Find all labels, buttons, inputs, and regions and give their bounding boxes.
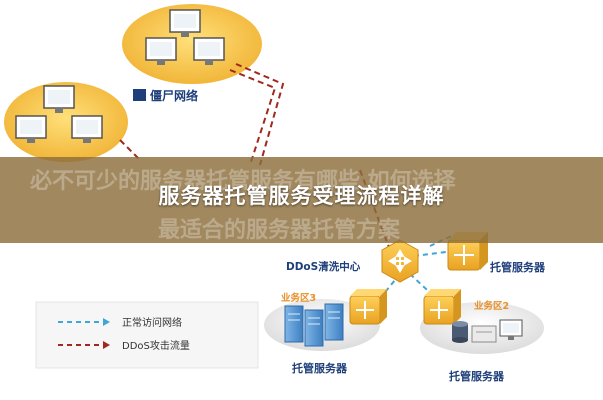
hosting-server-right-label: 托管服务器	[490, 260, 546, 274]
monitor-icon	[169, 9, 201, 37]
server-box-icon	[471, 325, 497, 343]
zone-3-label: 业务区3	[281, 292, 316, 304]
hosting-node-left	[349, 289, 387, 325]
ghost-text-line-1: 必不可少的服务器托管服务有哪些 如何选择	[30, 169, 456, 194]
botnet-cloud-left	[4, 82, 128, 162]
botnet-label-group: 僵尸网络	[133, 88, 198, 103]
server-rack-icon	[284, 303, 344, 347]
legend: 正常访问网络 DDoS攻击流量	[35, 301, 259, 369]
botnet-cloud-top	[122, 4, 262, 84]
ddos-cleaning-node	[381, 239, 419, 283]
legend-normal-line	[58, 318, 110, 326]
zone-2-label: 业务区2	[474, 300, 509, 312]
botnet-label: 僵尸网络	[150, 88, 198, 103]
monitor-icon	[15, 115, 47, 143]
hosting-node-bottom	[423, 289, 461, 325]
ghost-text-line-2: 最适合的服务器托管方案	[158, 218, 401, 243]
database-icon	[452, 321, 468, 343]
banner-title: 服务器托管服务受理流程详解	[158, 184, 445, 208]
legend-normal-label: 正常访问网络	[122, 316, 182, 329]
monitor-icon	[43, 85, 75, 113]
monitor-icon	[71, 115, 103, 143]
legend-ddos-label: DDoS攻击流量	[122, 339, 190, 352]
monitor-icon	[499, 319, 523, 340]
title-banner	[0, 157, 603, 243]
hosting-server-left-label: 托管服务器	[292, 361, 348, 375]
monitor-icon	[193, 37, 225, 65]
ddos-center-label: DDoS清洗中心	[286, 260, 361, 273]
monitor-icon	[145, 37, 177, 65]
legend-ddos-line	[58, 341, 110, 349]
hosting-server-bottom-label: 托管服务器	[449, 369, 505, 383]
